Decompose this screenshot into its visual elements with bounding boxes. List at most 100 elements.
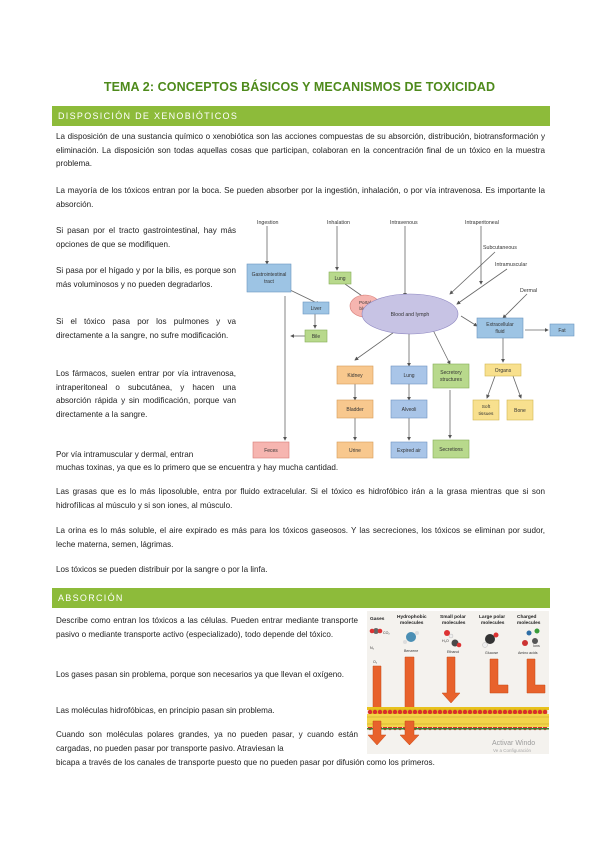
node-label: Fat [558,328,566,334]
lipid-head [467,709,473,715]
node-label: Organs [495,368,512,374]
lipid-head [492,709,498,715]
paragraph: Si el tóxico pasa por los pulmones y va … [56,317,236,340]
node-liver [302,301,330,315]
lipid-head [417,709,423,715]
lipid-head [422,709,428,715]
node-label: Lung [403,373,414,379]
lipid-head [427,709,433,715]
paragraph: La orina es lo más soluble, el aire expi… [56,526,545,549]
lipid-head [397,709,403,715]
column-header: Large polar [479,614,505,620]
page-title: TEMA 2: CONCEPTOS BÁSICOS Y MECANISMOS D… [103,80,496,94]
lipid-head [412,709,418,715]
column-header: Hydrophobic [397,614,427,620]
node-bladder [336,399,374,419]
watermark-text: Activar Windo [492,740,535,747]
lipid-head [402,709,408,715]
node-extracellular-fluid [476,317,524,339]
paragraph: Por vía intramuscular y dermal, entran [56,450,194,459]
node-label: fluid [495,329,504,335]
molecule-label: Ions [533,644,540,648]
node-kidney [336,365,374,385]
molecule-label: N₂ [370,646,375,650]
lipid-head [462,709,468,715]
lipid-head [542,709,548,715]
lipid-head [407,709,413,715]
node-label: Bile [312,334,321,340]
route-subcutaneous: Subcutaneous [483,245,517,251]
lipid-head [507,709,513,715]
route-ingestion: Ingestion [257,220,279,226]
node-organs [484,363,522,377]
lipid-head [392,709,398,715]
molecule-label: Glucose [485,651,498,655]
node-label: Liver [311,306,322,312]
node-label: tissues [479,411,495,417]
route-intravenous: Intravenous [390,220,418,226]
node-expired-air [390,441,428,459]
node-label: Blood and lymph [391,312,430,318]
node-label: structures [440,377,462,383]
node-label: Bone [514,408,526,414]
node-label: Soft [482,404,491,410]
paragraph: Si pasa por el hígado y por la bilis, es… [56,266,236,289]
lipid-head [432,709,438,715]
column-header: Gases [370,616,385,622]
node-label: Extracellular [486,322,514,328]
column-header: molecules [481,620,505,626]
node-alveoli [390,399,428,419]
lipid-head [497,709,503,715]
node-lung [390,365,428,385]
paragraph: Los gases pasan sin problema, porque son… [56,670,344,679]
molecule-label: O₂ [373,660,378,664]
lipid-head [382,709,388,715]
node-label: Urine [349,448,361,454]
node-bone [506,399,534,421]
column-header: Small polar [440,614,466,620]
molecule-label: Amino acids [518,651,538,655]
node-soft-tissues [472,399,500,421]
lipid-head [517,709,523,715]
node-bile [304,329,328,343]
route-intraperitoneal: Intraperitoneal [465,220,499,226]
lipid-head [532,709,538,715]
lipid-head [522,709,528,715]
disposition-diagram: Ingestion Inhalation Intravenous Intrape… [246,220,575,459]
paragraph: muchas toxinas, ya que es lo primero que… [56,463,339,472]
section-heading-disposicion: DISPOSICIÓN DE XENOBIÓTICOS [52,106,550,126]
lipid-head [487,709,493,715]
lipid-head [442,709,448,715]
watermark-text: Ve a Configuración [493,748,532,753]
paragraph: Si pasan por el tracto gastrointestinal,… [56,226,236,249]
lipid-head [472,709,478,715]
lipid-head [447,709,453,715]
lipid-head [502,709,508,715]
lipid-head [372,709,378,715]
lipid-head [377,709,383,715]
paragraph: Describe como entran los tóxicos a las c… [56,616,358,639]
column-header: Charged [517,614,537,620]
node-feces [252,441,290,459]
route-dermal: Dermal [520,288,537,294]
lipid-head [482,709,488,715]
molecule-label: CO₂ [383,631,390,635]
paragraph: La mayoría de los tóxicos entran por la … [56,186,545,209]
node-secretory-structures [432,363,470,389]
lipid-head [437,709,443,715]
column-header: molecules [517,620,541,626]
paragraph: La disposición de una sustancia químico … [56,132,545,169]
section-heading-absorcion: ABSORCIÓN [52,588,550,608]
lipid-head [387,709,393,715]
paragraph: Cuando son moléculas polares grandes, ya… [56,730,358,753]
node-label: Secretory [440,370,462,376]
paragraph: bicapa a través de los canales de transp… [56,758,435,767]
lipid-head [452,709,458,715]
lipid-head [527,709,533,715]
molecule-label: Benzene [404,649,418,653]
membrane-figure: Gases Hydrophobic molecules Small polar … [367,611,549,754]
node-gi-tract [246,263,292,293]
molecule-label: Ethanol [447,650,459,654]
paragraph: Los fármacos, suelen entrar por vía intr… [56,369,236,419]
lipid-head [457,709,463,715]
